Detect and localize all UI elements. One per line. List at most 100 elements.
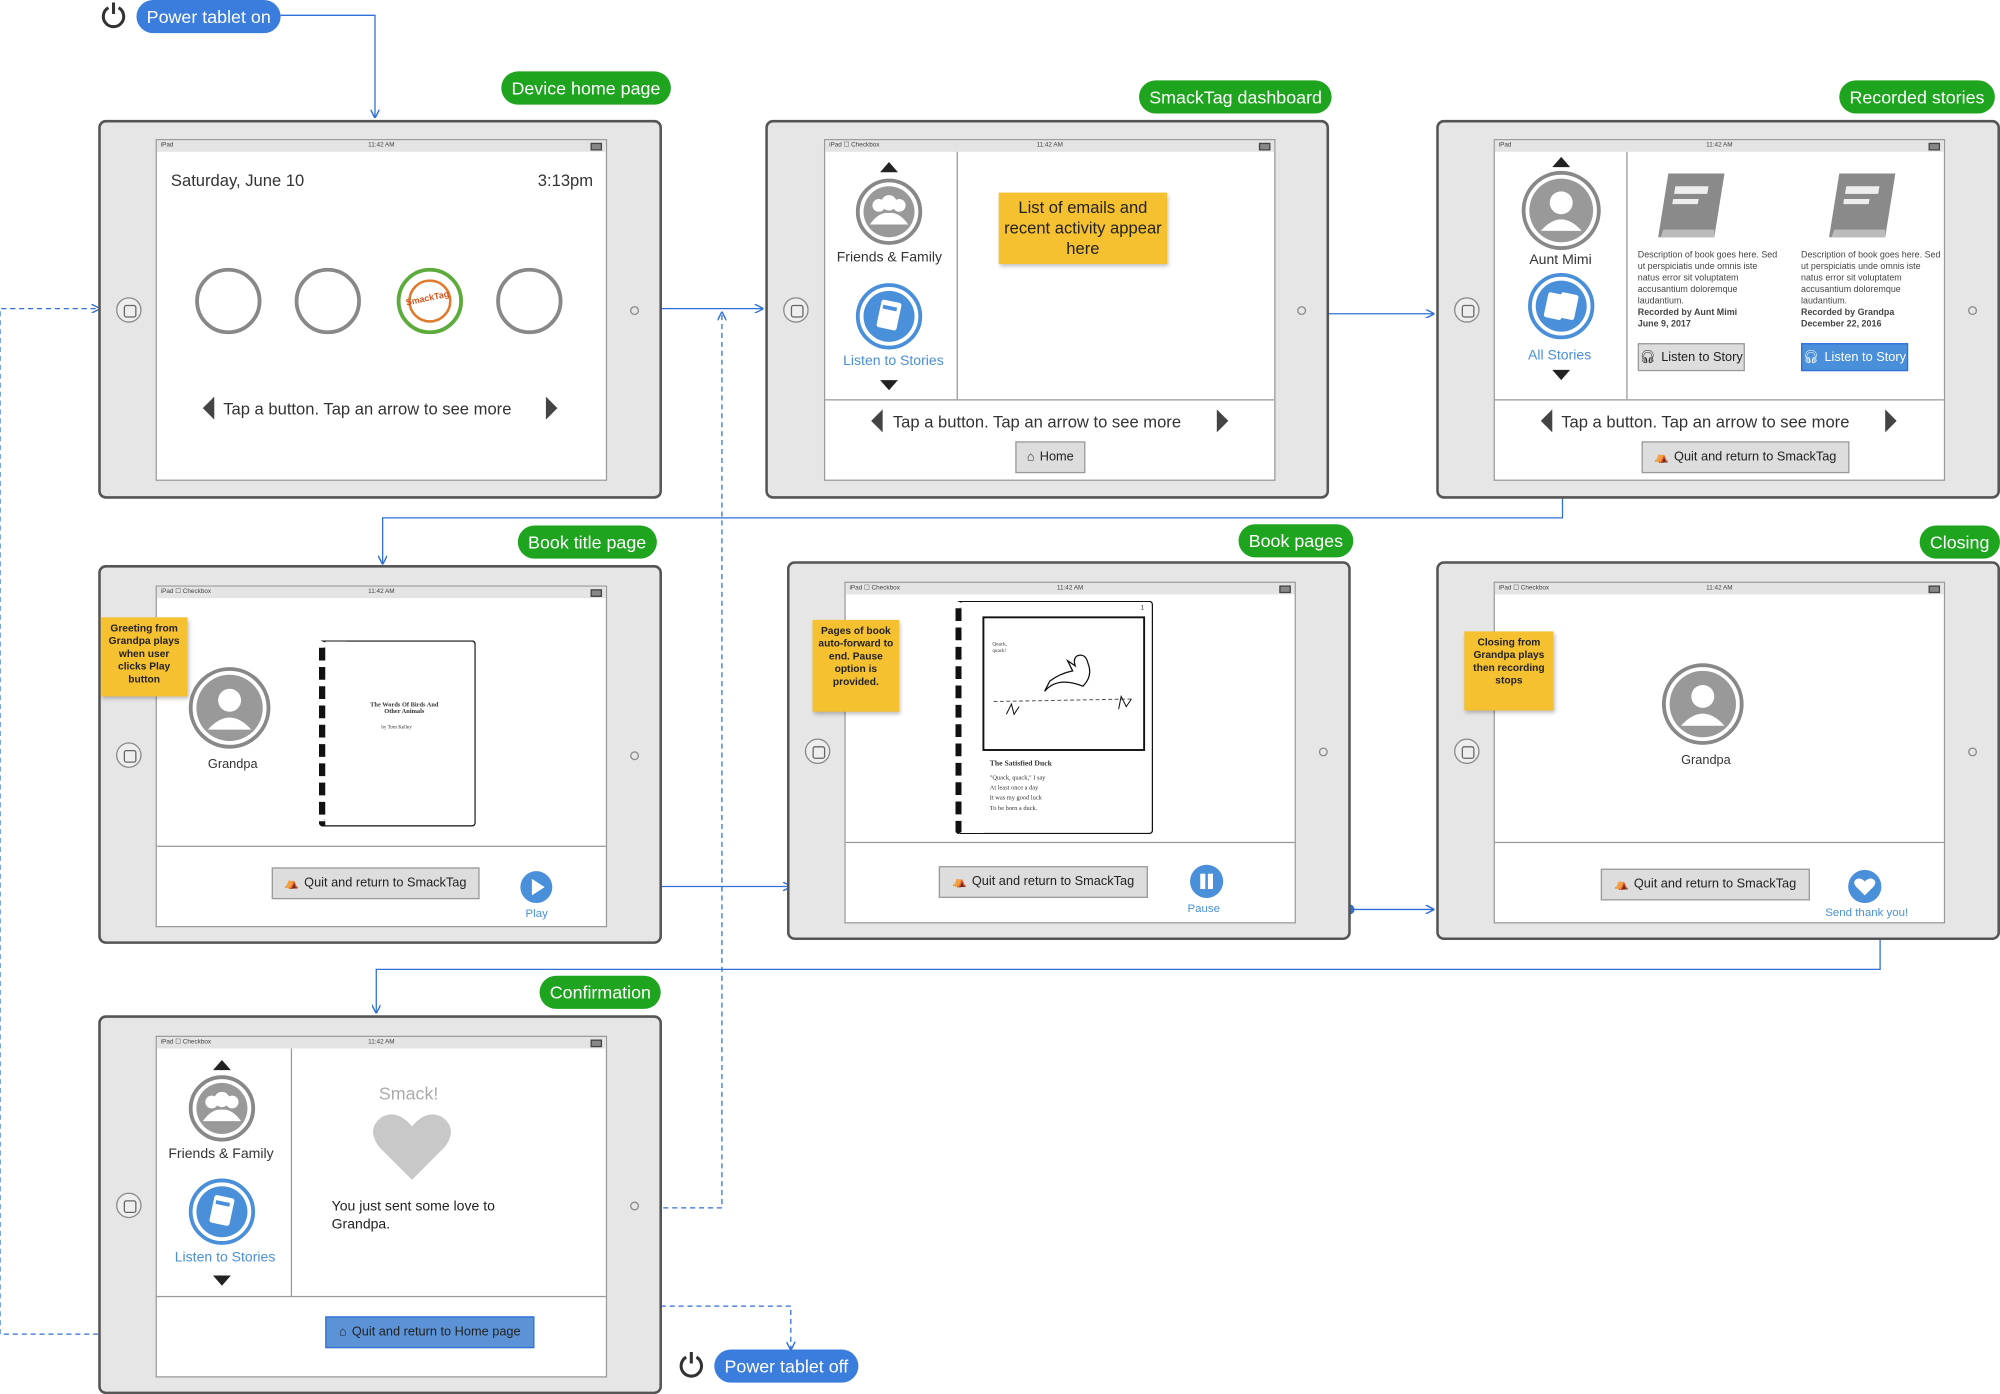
connector-power-to-home xyxy=(280,14,375,117)
friends-family-button[interactable] xyxy=(188,1075,256,1142)
listen-stories-button[interactable] xyxy=(855,283,923,350)
tablet-home-button[interactable] xyxy=(116,1192,142,1219)
arrow-right-icon[interactable] xyxy=(545,396,558,420)
book-cover-icon xyxy=(1658,173,1725,238)
smacktag-logo-icon: ⛺ xyxy=(1614,877,1629,891)
tablet-home-button[interactable] xyxy=(783,297,809,323)
listen-stories-label: Listen to Stories xyxy=(843,353,944,369)
quit-to-smacktag-button[interactable]: ⛺Quit and return to SmackTag xyxy=(938,866,1148,898)
tablet-home-button[interactable] xyxy=(116,297,142,323)
smacktag-app-button[interactable]: SmackTag xyxy=(396,267,464,335)
listen-story-button-1[interactable]: 🎧︎Listen to Story xyxy=(1637,343,1745,372)
book-cover: The Words Of Birds And Other Animals by … xyxy=(318,640,476,827)
app-slot[interactable] xyxy=(496,267,563,335)
arrow-left-icon[interactable] xyxy=(871,409,883,433)
app-slot[interactable] xyxy=(294,267,361,335)
grandpa-label: Grandpa xyxy=(207,757,258,772)
speech-bubble-text: Quack, quack! xyxy=(992,640,1007,654)
quit-to-smacktag-button[interactable]: ⛺Quit and return to SmackTag xyxy=(1600,868,1810,901)
pause-button[interactable] xyxy=(1190,864,1224,898)
tablet-home-button[interactable] xyxy=(1454,297,1480,323)
arrow-right-icon[interactable] xyxy=(1216,409,1229,433)
dashboard-hint: Tap a button. Tap an arrow to see more xyxy=(892,411,1182,432)
house-icon: ⌂ xyxy=(1026,450,1035,465)
listen-story-button-2[interactable]: 🎧︎Listen to Story xyxy=(1801,343,1909,372)
quit-to-smacktag-button[interactable]: ⛺Quit and return to SmackTag xyxy=(271,867,480,900)
note-greeting: Greeting from Grandpa plays when user cl… xyxy=(100,617,188,697)
heart-icon xyxy=(373,1114,451,1180)
screen-title-closing: Closing xyxy=(1919,525,2000,559)
listen-stories-button[interactable] xyxy=(188,1178,256,1245)
book-title-text: The Words Of Birds And Other Animals xyxy=(370,702,439,716)
tablet-home-button[interactable] xyxy=(116,742,142,768)
book-2-description: Description of book goes here. Sed ut pe… xyxy=(1801,251,1941,330)
home-time: 3:13pm xyxy=(537,170,594,191)
tablet-camera xyxy=(1968,747,1978,757)
book-icon xyxy=(863,290,915,342)
tablet-camera xyxy=(630,1201,640,1211)
duck-illustration xyxy=(982,616,1146,751)
scroll-down-icon[interactable] xyxy=(213,1275,231,1286)
person-avatar[interactable] xyxy=(1521,170,1601,250)
scroll-down-icon[interactable] xyxy=(880,380,898,391)
quit-to-smacktag-button[interactable]: ⛺Quit and return to SmackTag xyxy=(1641,441,1850,474)
scroll-down-icon[interactable] xyxy=(1552,369,1571,381)
page-number: 1 xyxy=(1140,604,1145,613)
arrow-left-icon[interactable] xyxy=(1540,409,1553,433)
person-icon xyxy=(1669,670,1736,738)
power-icon xyxy=(679,1352,704,1378)
send-thanks-label: Send thank you! xyxy=(1825,905,1909,919)
power-on-pill[interactable]: Power tablet on xyxy=(136,0,281,34)
arrow-right-icon[interactable] xyxy=(1885,409,1897,433)
quit-to-home-button[interactable]: ⌂Quit and return to Home page xyxy=(325,1316,535,1349)
tablet-home-button[interactable] xyxy=(804,738,831,765)
person-icon xyxy=(196,674,263,742)
scroll-up-icon[interactable] xyxy=(880,161,898,173)
headphones-icon: 🎧︎ xyxy=(1639,350,1657,365)
listen-stories-label: Listen to Stories xyxy=(174,1249,276,1266)
smacktag-logo-icon: ⛺ xyxy=(1654,450,1669,464)
app-slot[interactable] xyxy=(195,267,262,335)
screen-title-confirmation: Confirmation xyxy=(539,975,662,1009)
tablet-camera xyxy=(1297,306,1307,316)
smack-text: Smack! xyxy=(378,1082,439,1104)
grandpa-avatar xyxy=(1661,663,1744,745)
friends-family-label: Friends & Family xyxy=(168,1146,274,1162)
tablet-home-button[interactable] xyxy=(1454,738,1480,765)
power-icon xyxy=(101,2,126,29)
book-icon xyxy=(196,1186,248,1238)
confirmation-message: You just sent some love to Grandpa. xyxy=(331,1198,495,1233)
book-author-text: by Tom Kelley xyxy=(381,723,412,730)
power-off-pill[interactable]: Power tablet off xyxy=(714,1349,859,1383)
note-email-list: List of emails and recent activity appea… xyxy=(998,192,1168,265)
all-stories-button[interactable] xyxy=(1528,272,1595,340)
play-label: Play xyxy=(525,906,548,920)
pause-label: Pause xyxy=(1187,901,1221,915)
group-icon xyxy=(863,186,915,238)
pause-icon xyxy=(1200,873,1214,890)
screen-title-device-home: Device home page xyxy=(501,71,671,105)
group-icon xyxy=(196,1082,248,1134)
home-button[interactable]: ⌂Home xyxy=(1015,441,1086,474)
play-button[interactable] xyxy=(520,871,553,904)
send-thanks-button[interactable] xyxy=(1848,869,1882,904)
friends-family-button[interactable] xyxy=(855,178,923,245)
all-stories-label: All Stories xyxy=(1528,348,1592,364)
heart-icon xyxy=(1854,878,1876,896)
scroll-up-icon[interactable] xyxy=(213,1059,231,1071)
tablet-camera xyxy=(630,751,640,761)
scroll-up-icon[interactable] xyxy=(1552,156,1571,168)
arrow-left-icon[interactable] xyxy=(202,396,215,420)
